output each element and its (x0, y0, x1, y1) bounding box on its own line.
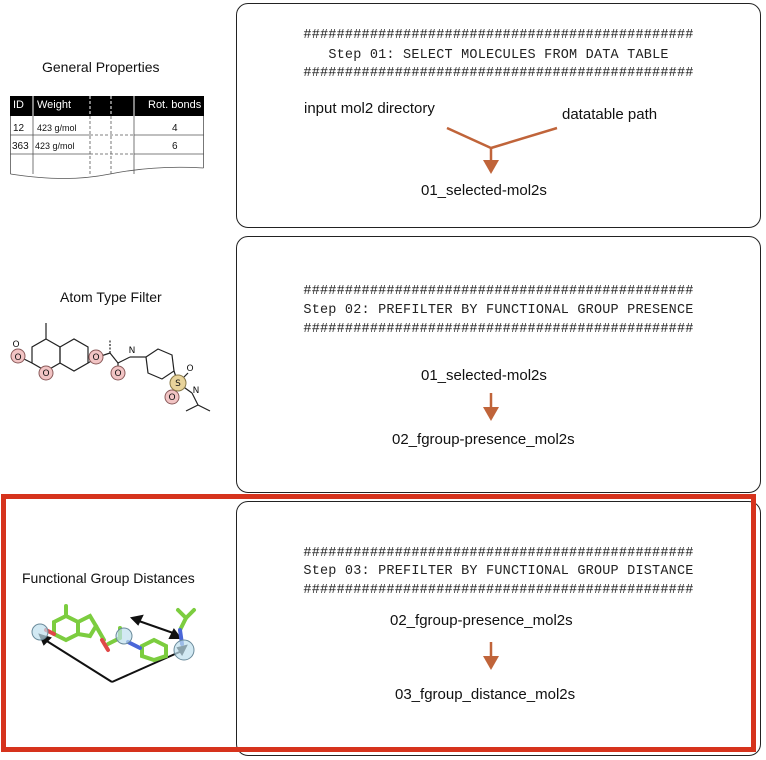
step-02-output: 02_fgroup-presence_mol2s (392, 431, 575, 448)
step-02-box: ########################################… (236, 236, 761, 493)
step-01-output: 01_selected-mol2s (421, 182, 547, 199)
datatable-thumbnail: ID Weight Rot. bonds 12 423 g/mol 4 363 … (10, 96, 204, 180)
step-02-hash-bottom: ########################################… (303, 322, 694, 337)
datatable-header-weight: Weight (37, 99, 72, 111)
datatable-cell: 423 g/mol (35, 141, 75, 151)
datatable-header-rot-bonds: Rot. bonds (148, 99, 202, 111)
step-03-box: ########################################… (236, 501, 761, 756)
atom-type-molecule-structure: O O O O N O S N O O (10, 323, 211, 412)
step-01-input-datatable-path: datatable path (562, 106, 658, 123)
datatable-gridlines (10, 96, 204, 179)
atom-o-7: O (12, 340, 19, 350)
atom-o-6: O (168, 393, 175, 403)
step-03-title: Step 03: PREFILTER BY FUNCTIONAL GROUP D… (303, 564, 694, 579)
step-03-output: 03_fgroup_distance_mol2s (395, 686, 576, 703)
datatable-header-id: ID (13, 99, 24, 111)
atom-n-1: N (129, 346, 136, 356)
atom-o-1: O (14, 353, 21, 363)
step-02-hash-top: ########################################… (303, 284, 694, 299)
distance-molecule-3d (31, 604, 196, 683)
atom-n-2: N (193, 386, 200, 396)
step-03-hash-top: ########################################… (303, 546, 694, 561)
step-01-hash-top: ########################################… (303, 28, 694, 43)
general-properties-label: General Properties (42, 59, 160, 75)
datatable-cell: 4 (172, 123, 178, 134)
datatable-cell: 363 (12, 141, 29, 152)
step-01-hash-bottom: ########################################… (303, 66, 694, 81)
atom-o-4: O (114, 369, 121, 379)
atom-o-2: O (42, 369, 49, 379)
atom-type-filter-label: Atom Type Filter (60, 289, 162, 305)
step-01-title: Step 01: SELECT MOLECULES FROM DATA TABL… (328, 48, 669, 63)
step-03-hash-bottom: ########################################… (303, 583, 694, 598)
atom-s: S (175, 379, 181, 389)
datatable-header-row (10, 96, 204, 116)
step-02-input: 01_selected-mol2s (421, 367, 547, 384)
step-03-input: 02_fgroup-presence_mol2s (390, 612, 573, 629)
functional-group-distances-label: Functional Group Distances (22, 570, 195, 586)
datatable-cell: 12 (13, 123, 25, 134)
atom-o-5: O (186, 364, 193, 374)
step-01-box: ########################################… (236, 3, 761, 228)
step-03-highlight-frame (1, 494, 756, 752)
atom-o-3: O (92, 353, 99, 363)
step-02-arrow (483, 393, 499, 421)
datatable-cell: 423 g/mol (37, 123, 77, 133)
step-03-arrow (483, 642, 499, 670)
step-02-title: Step 02: PREFILTER BY FUNCTIONAL GROUP P… (303, 303, 694, 318)
step-01-input-mol2-directory: input mol2 directory (304, 100, 435, 117)
step-01-merge-arrow (446, 126, 558, 174)
datatable-cell: 6 (172, 141, 178, 152)
